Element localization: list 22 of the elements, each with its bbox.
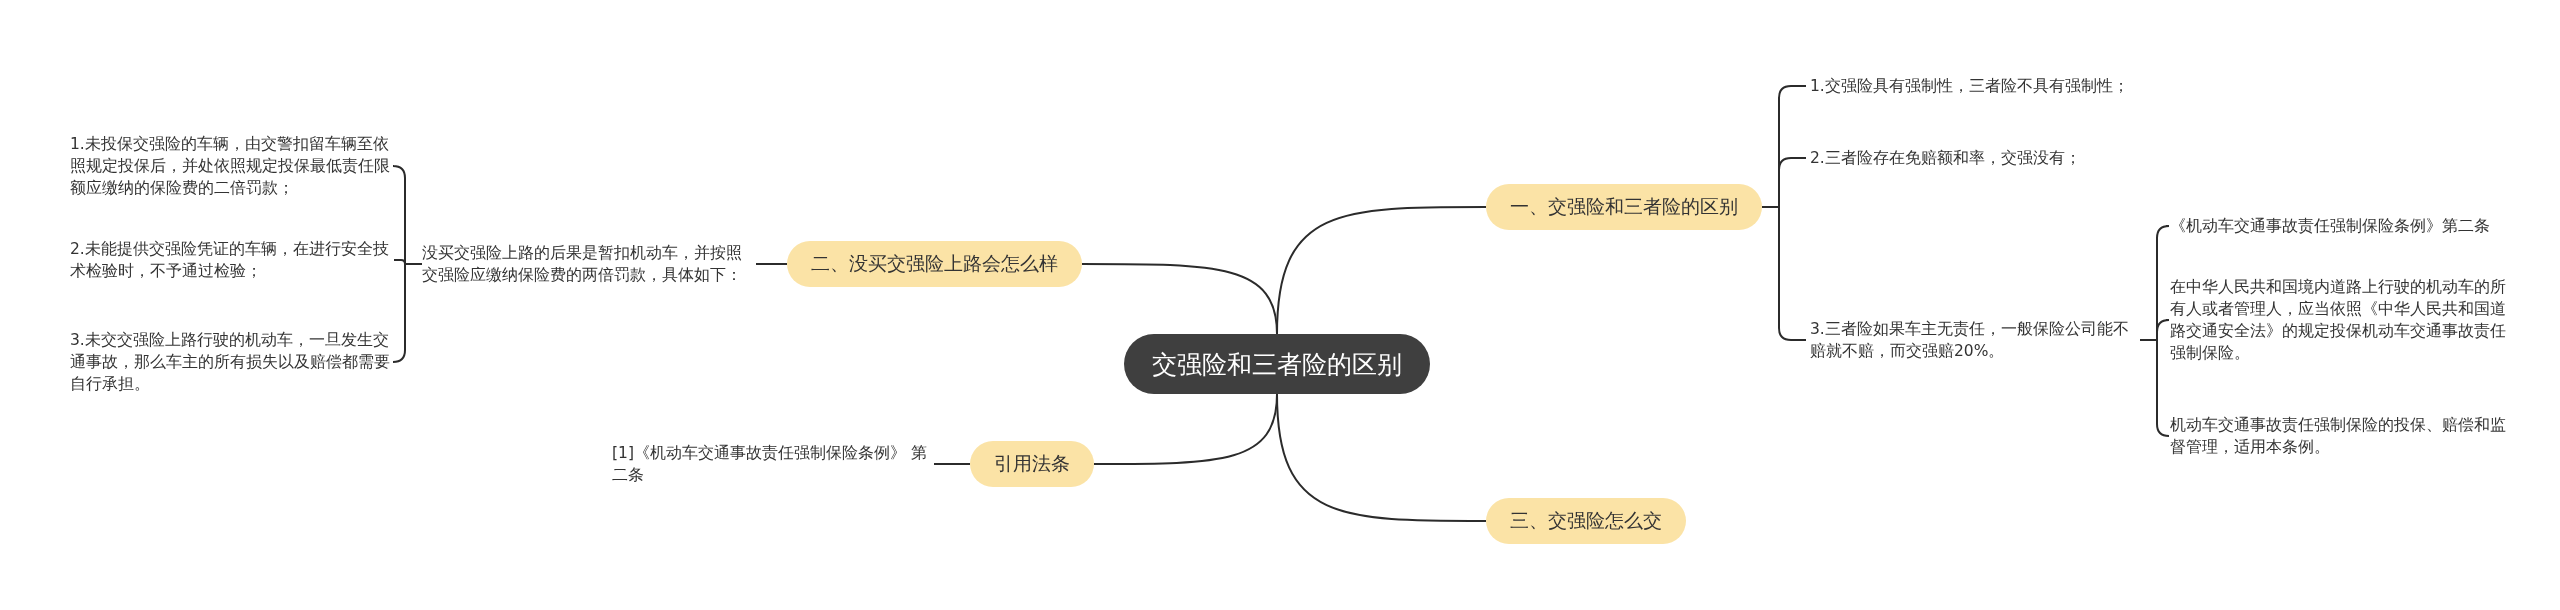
topic-pill: 二、没买交强险上路会怎么样 — [787, 241, 1082, 287]
central-topic: 交强险和三者险的区别 — [1124, 334, 1430, 394]
topic-pill: 三、交强险怎么交 — [1486, 498, 1686, 544]
connector-line — [1276, 393, 1487, 522]
note-text: 1.交强险具有强制性，三者险不具有强制性； — [1810, 75, 2170, 97]
note-text: 没买交强险上路的后果是暂扣机动车，并按照交强险应缴纳保险费的两倍罚款，具体如下： — [422, 242, 752, 286]
note-text: 1.未投保交强险的车辆，由交警扣留车辆至依照规定投保后，并处依照规定投保最低责任限额应缴纳的保险费的二倍罚款； — [70, 133, 390, 199]
note-text: 3.未交交强险上路行驶的机动车，一旦发生交通事故，那么车主的所有损失以及赔偿都需要自行承担。 — [70, 329, 390, 395]
topic-pill: 一、交强险和三者险的区别 — [1486, 184, 1762, 230]
connector-line — [1081, 263, 1278, 335]
note-text: 2.三者险存在免赔额和率，交强没有； — [1810, 147, 2170, 169]
note-text: 2.未能提供交强险凭证的车辆，在进行安全技术检验时，不予通过检验； — [70, 238, 390, 282]
note-text: [1]《机动车交通事故责任强制保险条例》 第二条 — [612, 442, 930, 486]
connector-line — [755, 263, 788, 265]
note-text: 3.三者险如果车主无责任，一般保险公司能不赔就不赔，而交强赔20%。 — [1810, 318, 2140, 362]
connector-line — [2139, 339, 2170, 437]
note-text: 在中华人民共和国境内道路上行驶的机动车的所有人或者管理人，应当依照《中华人民共和国道路交通安全法》的规定投保机动车交通事故责任强制保险。 — [2170, 276, 2510, 364]
topic-pill: 引用法条 — [970, 441, 1094, 487]
note-text: 机动车交通事故责任强制保险的投保、赔偿和监督管理，适用本条例。 — [2170, 414, 2510, 458]
connector-line — [392, 263, 423, 363]
note-text: 《机动车交通事故责任强制保险条例》第二条 — [2170, 215, 2510, 237]
connector-line — [933, 463, 971, 465]
